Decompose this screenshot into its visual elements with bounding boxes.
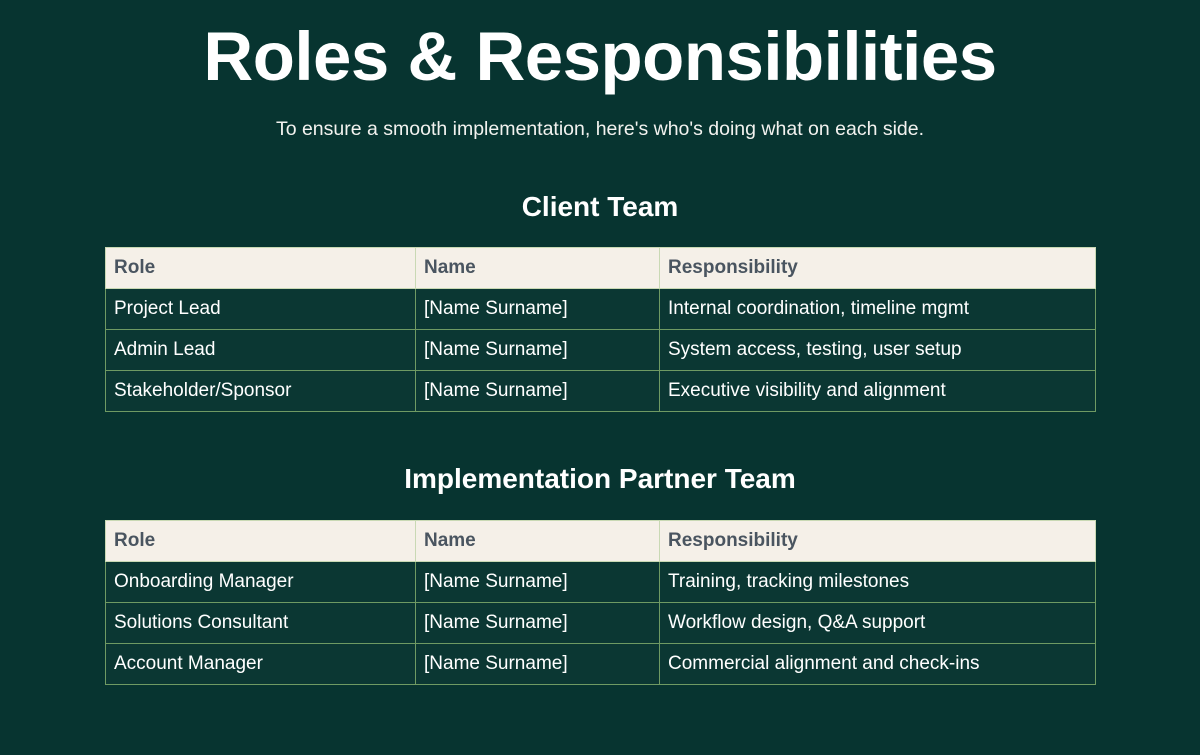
table-wrapper-client: Role Name Responsibility Project Lead [N… — [105, 247, 1096, 413]
table-body: Onboarding Manager [Name Surname] Traini… — [105, 561, 1096, 686]
table-head: Role Name Responsibility — [105, 247, 1096, 290]
column-header-role: Role — [105, 520, 416, 563]
column-header-name: Name — [415, 520, 660, 563]
cell-name: [Name Surname] — [415, 329, 660, 372]
page-subtitle: To ensure a smooth implementation, here'… — [275, 118, 925, 140]
cell-role: Onboarding Manager — [105, 561, 416, 604]
cell-responsibility: System access, testing, user setup — [659, 329, 1096, 372]
column-header-responsibility: Responsibility — [659, 247, 1096, 290]
table-row: Stakeholder/Sponsor [Name Surname] Execu… — [105, 370, 1096, 413]
table-row: Account Manager [Name Surname] Commercia… — [105, 643, 1096, 686]
roles-table-client: Role Name Responsibility Project Lead [N… — [105, 247, 1096, 413]
cell-role: Solutions Consultant — [105, 602, 416, 645]
cell-name: [Name Surname] — [415, 602, 660, 645]
cell-name: [Name Surname] — [415, 370, 660, 413]
table-row: Solutions Consultant [Name Surname] Work… — [105, 602, 1096, 645]
section-heading: Client Team — [521, 191, 679, 223]
table-wrapper-partner: Role Name Responsibility Onboarding Mana… — [105, 520, 1096, 686]
table-row: Admin Lead [Name Surname] System access,… — [105, 329, 1096, 372]
column-header-role: Role — [105, 247, 416, 290]
column-header-responsibility: Responsibility — [659, 520, 1096, 563]
cell-role: Admin Lead — [105, 329, 416, 372]
cell-role: Project Lead — [105, 288, 416, 331]
cell-responsibility: Training, tracking milestones — [659, 561, 1096, 604]
cell-responsibility: Executive visibility and alignment — [659, 370, 1096, 413]
table-header-row: Role Name Responsibility — [105, 520, 1096, 563]
cell-role: Stakeholder/Sponsor — [105, 370, 416, 413]
section-implementation-partner-team: Implementation Partner Team Role Name Re… — [0, 412, 1200, 686]
cell-name: [Name Surname] — [415, 561, 660, 604]
section-client-team: Client Team Role Name Responsibility — [0, 142, 1200, 413]
roles-table-partner: Role Name Responsibility Onboarding Mana… — [105, 520, 1096, 686]
column-header-name: Name — [415, 247, 660, 290]
cell-responsibility: Commercial alignment and check-ins — [659, 643, 1096, 686]
cell-name: [Name Surname] — [415, 288, 660, 331]
table-row: Onboarding Manager [Name Surname] Traini… — [105, 561, 1096, 604]
cell-role: Account Manager — [105, 643, 416, 686]
cell-responsibility: Workflow design, Q&A support — [659, 602, 1096, 645]
table-body: Project Lead [Name Surname] Internal coo… — [105, 288, 1096, 413]
table-head: Role Name Responsibility — [105, 520, 1096, 563]
table-header-row: Role Name Responsibility — [105, 247, 1096, 290]
cell-name: [Name Surname] — [415, 643, 660, 686]
section-heading: Implementation Partner Team — [404, 463, 796, 495]
table-row: Project Lead [Name Surname] Internal coo… — [105, 288, 1096, 331]
page-title: Roles & Responsibilities — [203, 18, 997, 95]
cell-responsibility: Internal coordination, timeline mgmt — [659, 288, 1096, 331]
